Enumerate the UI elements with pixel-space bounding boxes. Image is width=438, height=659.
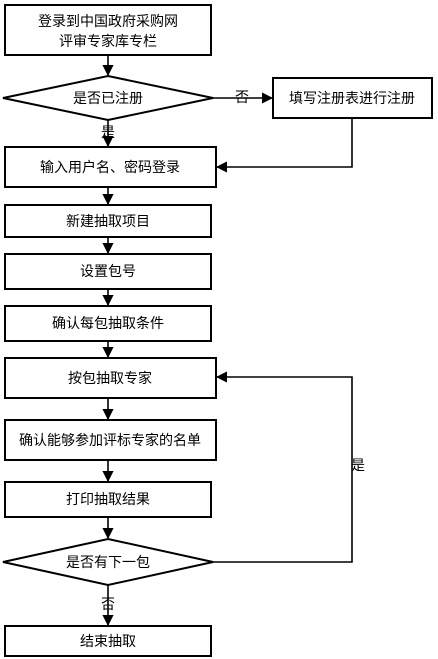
node-confirm-conditions-text: 确认每包抽取条件 — [52, 315, 164, 332]
node-login-line1: 登录到中国政府采购网 — [38, 14, 178, 30]
node-enter-credentials-text: 输入用户名、密码登录 — [40, 159, 180, 176]
node-print-results: 打印抽取结果 — [4, 481, 212, 518]
label-next-no: 否 — [101, 597, 115, 613]
edge-next-yes-loop — [213, 371, 353, 563]
node-fill-form-text: 填写注册表进行注册 — [289, 91, 415, 107]
label-registered-yes: 是 — [101, 125, 115, 141]
decision-next-package-text: 是否有下一包 — [66, 555, 150, 571]
node-end-extraction-text: 结束抽取 — [80, 634, 136, 650]
node-set-package-text: 设置包号 — [80, 264, 136, 280]
node-print-results-text: 打印抽取结果 — [66, 491, 150, 508]
node-set-package: 设置包号 — [4, 253, 212, 290]
node-new-project: 新建抽取项目 — [4, 204, 212, 238]
node-new-project-text: 新建抽取项目 — [66, 214, 150, 230]
node-confirm-conditions: 确认每包抽取条件 — [4, 305, 212, 342]
node-enter-credentials: 输入用户名、密码登录 — [4, 146, 217, 188]
node-login: 登录到中国政府采购网 评审专家库专栏 — [4, 4, 212, 56]
node-extract-experts: 按包抽取专家 — [4, 357, 217, 399]
decision-next-package: 是否有下一包 — [2, 537, 214, 587]
node-confirm-list: 确认能够参加评标专家的名单 — [4, 419, 217, 461]
decision-registered: 是否已注册 — [2, 74, 214, 122]
node-confirm-list-text: 确认能够参加评标专家的名单 — [19, 432, 201, 449]
node-fill-form: 填写注册表进行注册 — [272, 77, 433, 119]
node-login-line2: 评审专家库专栏 — [59, 33, 157, 50]
node-extract-experts-text: 按包抽取专家 — [68, 370, 152, 387]
label-next-yes: 是 — [351, 458, 365, 474]
node-end-extraction: 结束抽取 — [4, 625, 212, 657]
decision-registered-text: 是否已注册 — [73, 91, 143, 107]
label-registered-no: 否 — [235, 90, 249, 106]
edge-form-to-login — [215, 118, 353, 173]
